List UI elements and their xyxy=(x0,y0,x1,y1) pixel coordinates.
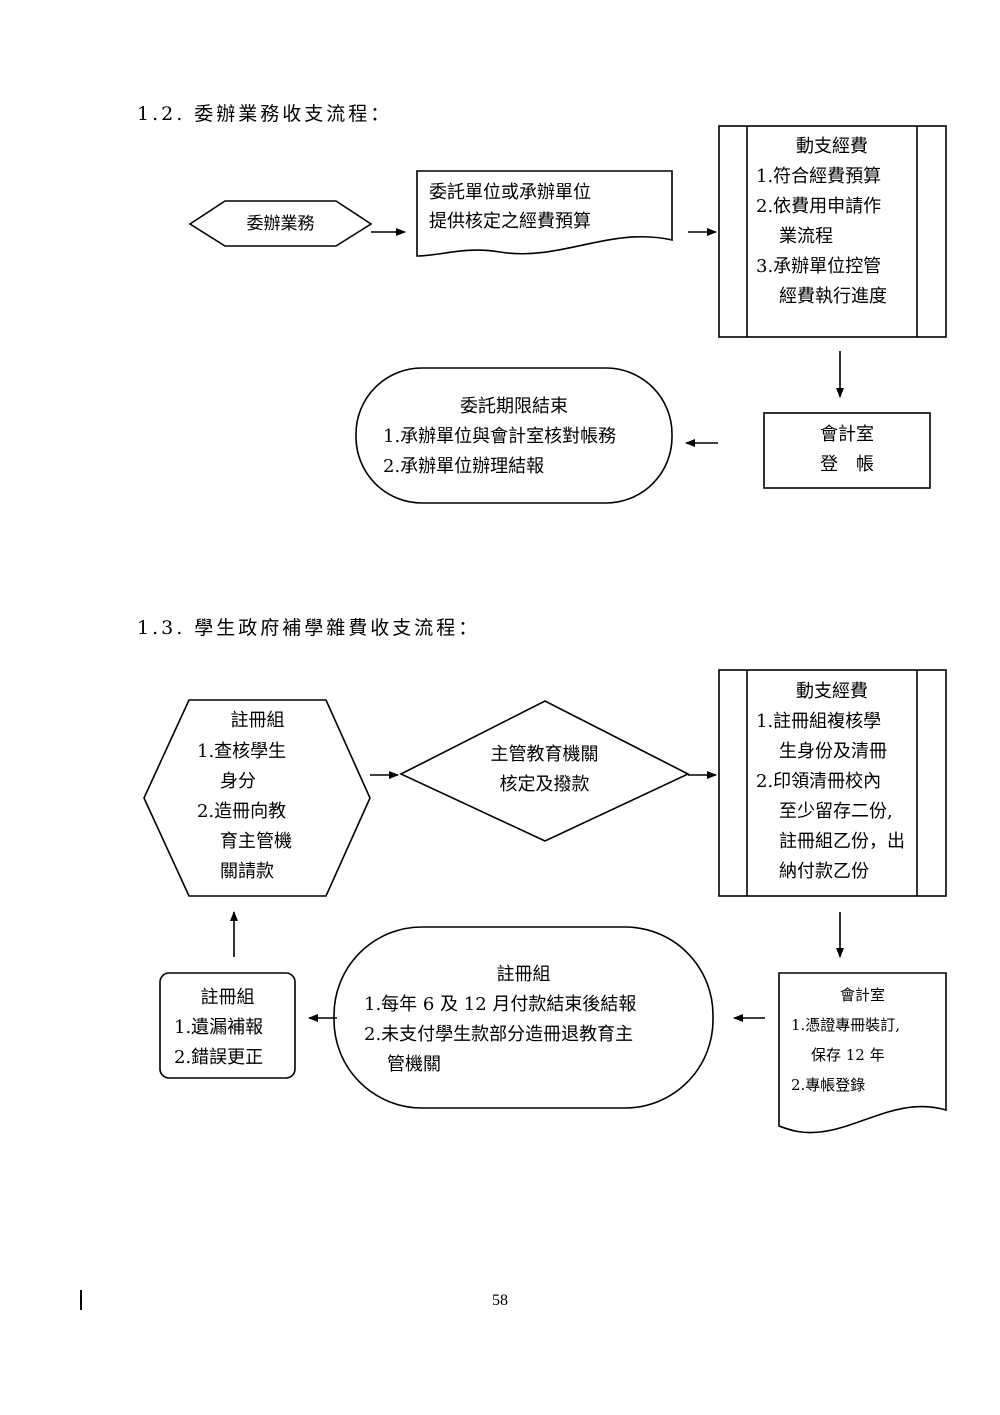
accounting-doc-title: 會計室 xyxy=(839,986,885,1004)
document-shape xyxy=(416,170,673,257)
page-number: 58 xyxy=(492,1292,508,1309)
decision-line-2: 核定及撥款 xyxy=(499,774,590,795)
process2-line-5: 註冊組乙份，出 xyxy=(779,831,905,852)
correction-box-shape xyxy=(159,972,296,1079)
report-line-2: 2.未支付學生款部分造冊退教育主 xyxy=(364,1024,634,1045)
hexagon-line-5: 關請款 xyxy=(220,861,274,882)
process-box-shape xyxy=(718,125,947,338)
process2-line-4: 至少留存二份, xyxy=(779,801,893,822)
section-title-1-3: 1.3. 學生政府補學雜費收支流程： xyxy=(137,617,481,639)
decision-line-1: 主管教育機關 xyxy=(490,744,599,765)
process2-title: 動支經費 xyxy=(796,681,868,702)
report-title: 註冊組 xyxy=(496,964,551,985)
end-line-2: 2.承辦單位辦理結報 xyxy=(383,456,545,477)
accounting-doc-line-3: 2.專帳登錄 xyxy=(791,1076,866,1094)
change-bar xyxy=(80,1290,82,1310)
accounting-document-shape xyxy=(778,972,947,1134)
accounting-doc-line-1: 1.憑證專冊裝訂, xyxy=(791,1016,901,1034)
start-label: 委辦業務 xyxy=(246,214,315,234)
hexagon-line-1: 1.查核學生 xyxy=(197,741,287,762)
process-line-4: 3.承辦單位控管 xyxy=(756,256,882,277)
process-line-3: 業流程 xyxy=(779,226,833,247)
process-line-5: 經費執行進度 xyxy=(779,286,887,307)
decision-diamond-shape xyxy=(399,700,690,842)
document-line-2: 提供核定之經費預算 xyxy=(429,211,591,232)
process-title: 動支經費 xyxy=(796,136,868,157)
document-line-1: 委託單位或承辦單位 xyxy=(429,182,591,203)
correction-line-1: 1.遺漏補報 xyxy=(174,1017,264,1038)
correction-title: 註冊組 xyxy=(200,987,255,1008)
process2-line-3: 2.印領清冊校內 xyxy=(756,771,882,792)
process-box-2-shape xyxy=(718,669,947,897)
process2-line-2: 生身份及清冊 xyxy=(779,741,887,762)
end-title: 委託期限結束 xyxy=(460,396,568,417)
terminator-shape xyxy=(355,367,673,504)
hexagon-shape xyxy=(143,699,371,897)
report-line-3: 管機關 xyxy=(387,1054,441,1075)
start-hexagon-shape xyxy=(188,200,373,247)
hexagon-line-4: 育主管機 xyxy=(220,831,292,852)
process-line-1: 1.符合經費預算 xyxy=(756,166,882,187)
hexagon-title: 註冊組 xyxy=(230,710,285,731)
section-title-1-2: 1.2. 委辦業務收支流程： xyxy=(137,103,393,125)
accounting-doc-line-2: 保存 12 年 xyxy=(811,1046,885,1064)
hexagon-line-2: 身分 xyxy=(220,771,256,792)
report-line-1: 1.每年 6 及 12 月付款結束後結報 xyxy=(364,994,637,1015)
process2-line-6: 納付款乙份 xyxy=(779,861,869,882)
accounting-line-2: 登 帳 xyxy=(820,454,874,475)
accounting-line-1: 會計室 xyxy=(820,424,874,445)
correction-line-2: 2.錯誤更正 xyxy=(174,1047,264,1068)
process-line-2: 2.依費用申請作 xyxy=(756,196,882,217)
end-line-1: 1.承辦單位與會計室核對帳務 xyxy=(383,426,617,447)
process2-line-1: 1.註冊組複核學 xyxy=(756,711,882,732)
accounting-box-shape xyxy=(763,412,931,489)
hexagon-line-3: 2.造冊向教 xyxy=(197,801,287,822)
